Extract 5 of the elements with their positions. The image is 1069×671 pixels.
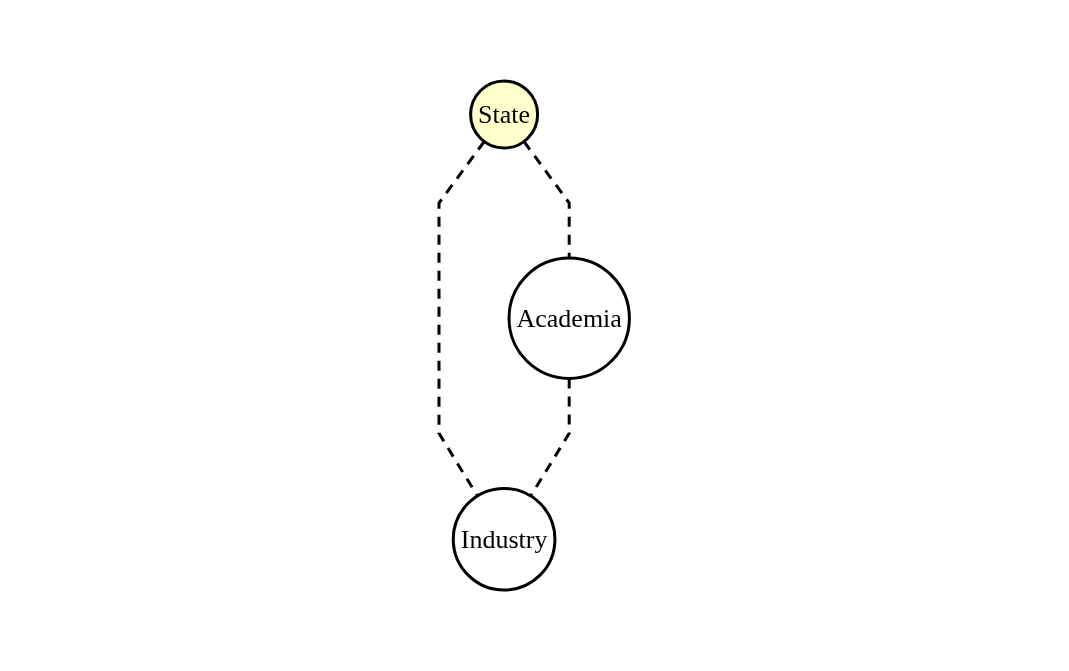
connector xyxy=(437,140,486,497)
node-circle: State xyxy=(469,79,540,150)
node-circle: Industry xyxy=(452,486,557,592)
node-circle: Academia xyxy=(507,256,632,380)
connector xyxy=(523,140,571,258)
